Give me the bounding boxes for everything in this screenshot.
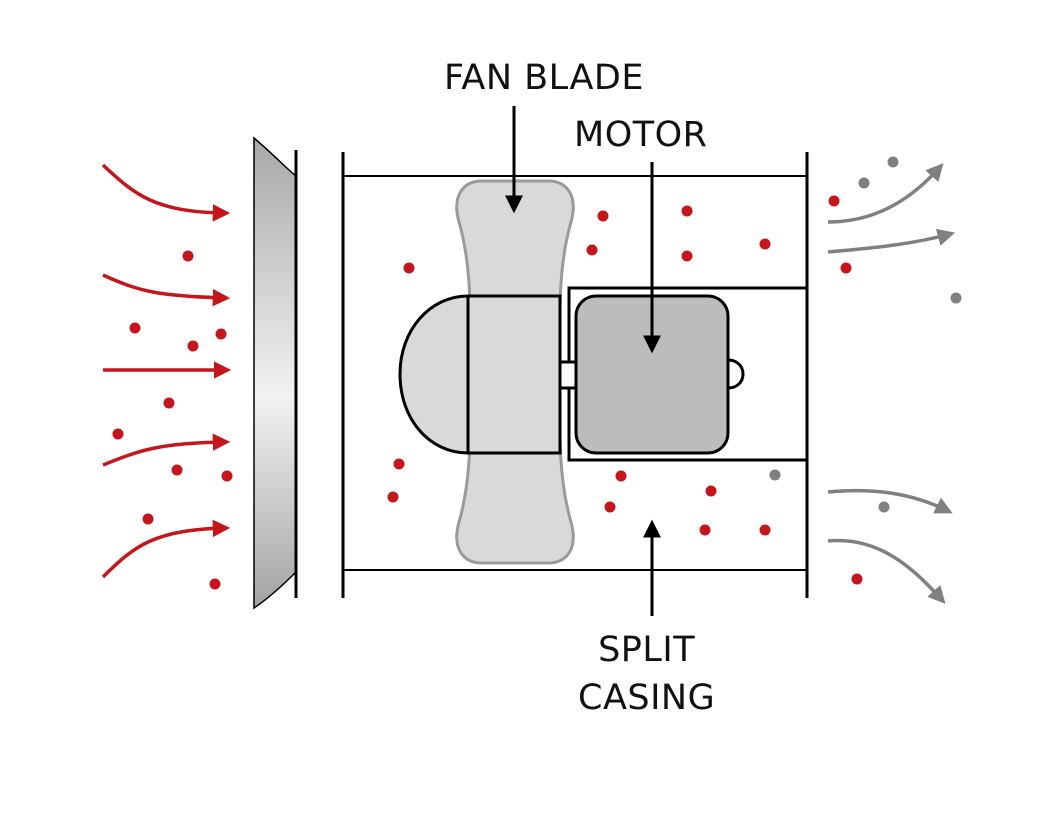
split-casing-label-line1: SPLIT bbox=[598, 630, 696, 670]
intake-arrow-5 bbox=[101, 519, 231, 579]
split-casing-label-line2: CASING bbox=[578, 678, 716, 718]
fan-hub bbox=[398, 294, 562, 455]
inlet-ring bbox=[253, 136, 298, 610]
fan-blade-label: FAN BLADE bbox=[444, 58, 644, 98]
callout-arrows bbox=[505, 106, 661, 616]
intake-arrow-2 bbox=[102, 273, 231, 307]
motor-end-cap bbox=[727, 358, 745, 390]
motor bbox=[574, 294, 745, 455]
nose-cone bbox=[398, 294, 470, 455]
intake-particles bbox=[112, 250, 233, 590]
motor-shaft bbox=[558, 360, 578, 390]
casing-particles bbox=[387, 205, 781, 536]
exhaust-airflow-arrows bbox=[827, 163, 956, 604]
exhaust-arrow-3 bbox=[827, 488, 953, 514]
intake-arrow-4 bbox=[102, 433, 231, 467]
intake-arrow-1 bbox=[101, 163, 231, 222]
exhaust-arrow-2 bbox=[827, 228, 956, 254]
exhaust-arrow-1 bbox=[827, 163, 944, 224]
intake-airflow-arrows bbox=[101, 163, 232, 579]
hub-body bbox=[466, 294, 562, 455]
exhaust-particles bbox=[828, 156, 962, 585]
exhaust-arrow-4 bbox=[827, 538, 946, 604]
split-casing-label: SPLIT CASING bbox=[578, 626, 715, 722]
motor-label: MOTOR bbox=[574, 115, 708, 155]
